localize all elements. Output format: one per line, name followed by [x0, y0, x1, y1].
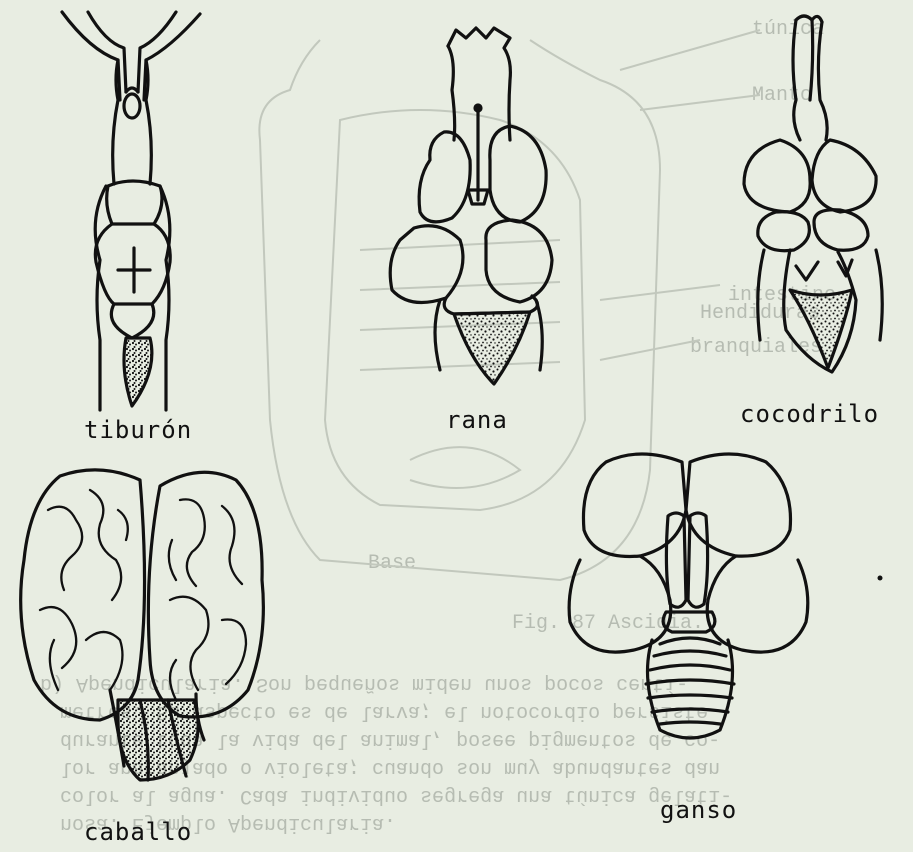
label-caballo: caballo [84, 818, 192, 846]
ink-dot [878, 576, 883, 581]
crocodile-brain-drawing [744, 16, 882, 372]
horse-brain-drawing [21, 470, 264, 780]
goose-brain-drawing [569, 454, 808, 738]
label-cocodrilo: cocodrilo [740, 400, 879, 428]
label-rana: rana [446, 406, 508, 434]
shark-brain-drawing [62, 12, 200, 410]
frog-brain-drawing [390, 28, 552, 384]
label-ganso: ganso [660, 796, 737, 824]
label-tiburon: tiburón [84, 416, 192, 444]
